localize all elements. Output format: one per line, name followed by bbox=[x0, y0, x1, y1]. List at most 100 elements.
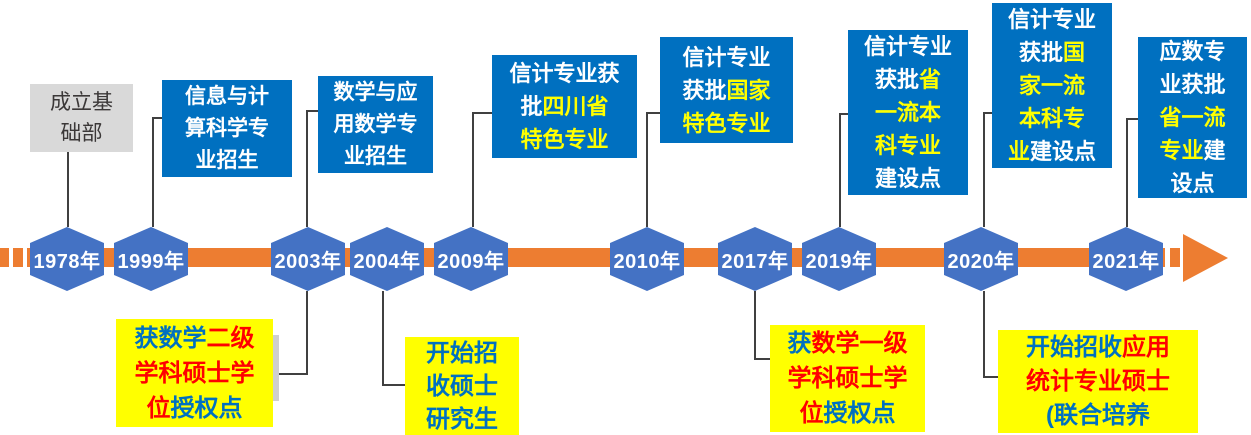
connector-2019 bbox=[839, 113, 850, 115]
note-line: 本科专 bbox=[1019, 102, 1085, 135]
event-box-2019: 信计专业 获批省 一流本 科专业 建设点 bbox=[848, 30, 968, 195]
note-text: 获批 bbox=[682, 77, 727, 103]
connector-1999 bbox=[152, 117, 154, 227]
note-line: 特色专业 bbox=[682, 107, 770, 140]
connector-2004-bottom bbox=[382, 291, 384, 386]
note-text: 开始招 bbox=[426, 339, 498, 367]
year-label: 2004年 bbox=[353, 250, 421, 273]
connector-2017-bottom bbox=[754, 358, 771, 360]
note-line: 成立基 bbox=[50, 87, 113, 118]
note-text: 业招生 bbox=[195, 148, 259, 172]
note-text-emphasis: 学科硕士学 bbox=[134, 359, 255, 387]
note-text: 设点 bbox=[1170, 171, 1215, 196]
event-box-1999: 信息与计 算科学专 业招生 bbox=[162, 80, 292, 177]
connector-2020-top bbox=[983, 112, 985, 227]
note-text-highlight: 四川省 bbox=[542, 94, 609, 119]
note-text-highlight: 特色专业 bbox=[520, 127, 609, 152]
connector-2020-bottom bbox=[983, 376, 999, 378]
milestone-box-2004: 开始招 收硕士 研究生 bbox=[405, 337, 519, 435]
connector-2019 bbox=[839, 113, 841, 227]
note-line: 省一流 bbox=[1159, 101, 1225, 134]
hexagon-2020: 2020年 bbox=[944, 227, 1018, 291]
note-text-highlight: 专业 bbox=[1159, 138, 1204, 163]
note-text-emphasis: 统计专业硕士 bbox=[1026, 367, 1170, 395]
note-text-emphasis: 应用 bbox=[1122, 333, 1170, 361]
connector-2009 bbox=[472, 112, 474, 227]
note-text: 用数学专 bbox=[333, 112, 418, 136]
note-line: 业招生 bbox=[196, 145, 259, 177]
connector-2009 bbox=[472, 112, 494, 114]
note-text-highlight: 国 bbox=[1063, 40, 1086, 65]
note-line: 建设点 bbox=[875, 162, 941, 195]
note-text: 获批 bbox=[874, 67, 919, 92]
note-text: 信计专业 bbox=[1007, 7, 1096, 32]
event-box-2009: 信计专业获 批四川省 特色专业 bbox=[492, 55, 637, 158]
note-text-emphasis: 位 bbox=[146, 394, 171, 422]
note-text-highlight: 国家 bbox=[726, 77, 771, 103]
milestone-box-2017: 获数学一级 学科硕士学 位授权点 bbox=[770, 325, 925, 432]
note-line: 应数专 bbox=[1159, 35, 1225, 68]
note-text-highlight: 本科专 bbox=[1018, 106, 1085, 131]
year-label: 1978年 bbox=[33, 250, 101, 273]
connector-1999 bbox=[152, 117, 164, 119]
note-line: 础部 bbox=[61, 118, 103, 149]
note-line: 统计专业硕士 bbox=[1026, 365, 1170, 399]
note-text: 获批 bbox=[1018, 40, 1063, 65]
note-text: 信计专业获 bbox=[509, 61, 620, 86]
year-label: 2021年 bbox=[1092, 250, 1160, 273]
note-line: 用数学专 bbox=[334, 109, 418, 141]
year-label: 1999年 bbox=[117, 250, 185, 273]
note-line: 开始招 bbox=[426, 337, 498, 370]
milestone-box-2003: 获数学二级 学科硕士学 位授权点 bbox=[116, 319, 273, 427]
note-text-highlight: 省 bbox=[919, 67, 942, 92]
note-line: 算科学专 bbox=[185, 113, 269, 145]
note-text: 授权点 bbox=[170, 394, 243, 422]
connector-2020-top bbox=[983, 112, 994, 114]
note-text-emphasis: 二级 bbox=[206, 324, 255, 352]
note-text-highlight: 一流本 bbox=[874, 100, 941, 125]
timeline-arrow-icon bbox=[1183, 234, 1228, 282]
note-line: (联合培养 bbox=[1046, 399, 1150, 433]
timeline-end-dash bbox=[1170, 248, 1180, 267]
note-line: 学科硕士学 bbox=[135, 356, 255, 391]
note-line: 家一流 bbox=[1019, 69, 1085, 102]
note-text: 建 bbox=[1203, 138, 1226, 163]
hexagon-2009: 2009年 bbox=[434, 227, 508, 291]
note-line: 获批省 bbox=[875, 63, 941, 96]
note-text: 批 bbox=[520, 94, 543, 119]
note-text: 研究生 bbox=[426, 405, 498, 433]
note-line: 信息与计 bbox=[185, 81, 269, 113]
note-text: 业招生 bbox=[344, 144, 407, 168]
event-box-2020: 信计专业 获批国 家一流 本科专 业建设点 bbox=[992, 3, 1112, 168]
note-text: 础部 bbox=[60, 122, 103, 145]
connector-2021 bbox=[1126, 118, 1128, 227]
note-text: 建设点 bbox=[874, 166, 941, 191]
event-box-2010: 信计专业 获批国家 特色专业 bbox=[660, 37, 793, 143]
milestone-box-2020: 开始招收应用 统计专业硕士 (联合培养 bbox=[998, 330, 1198, 433]
year-label: 2020年 bbox=[947, 250, 1015, 273]
note-line: 数学与应 bbox=[334, 77, 418, 109]
year-label: 2009年 bbox=[437, 250, 505, 273]
hexagon-1978: 1978年 bbox=[30, 227, 104, 291]
connector-1978 bbox=[67, 152, 69, 227]
note-line: 特色专业 bbox=[520, 123, 608, 156]
year-label: 2019年 bbox=[805, 250, 873, 273]
year-label: 2010年 bbox=[613, 250, 681, 273]
timeline-start-dash bbox=[13, 248, 23, 267]
note-line: 获批国 bbox=[1019, 36, 1085, 69]
connector-2010 bbox=[646, 112, 662, 114]
connector-2021 bbox=[1126, 118, 1140, 120]
note-text: 应数专 bbox=[1159, 39, 1226, 64]
year-label: 2003年 bbox=[274, 250, 342, 273]
note-text-highlight: 家一流 bbox=[1018, 73, 1085, 98]
note-text: 授权点 bbox=[823, 400, 896, 427]
connector-2020-bottom bbox=[983, 291, 985, 378]
note-line: 获数学二级 bbox=[135, 321, 255, 356]
note-shadow bbox=[273, 335, 279, 401]
note-line: 科专业 bbox=[875, 129, 941, 162]
note-line: 研究生 bbox=[426, 403, 498, 435]
note-line: 获数学一级 bbox=[788, 326, 908, 361]
note-text-highlight: 业 bbox=[1007, 139, 1030, 164]
note-line: 位授权点 bbox=[147, 391, 243, 426]
